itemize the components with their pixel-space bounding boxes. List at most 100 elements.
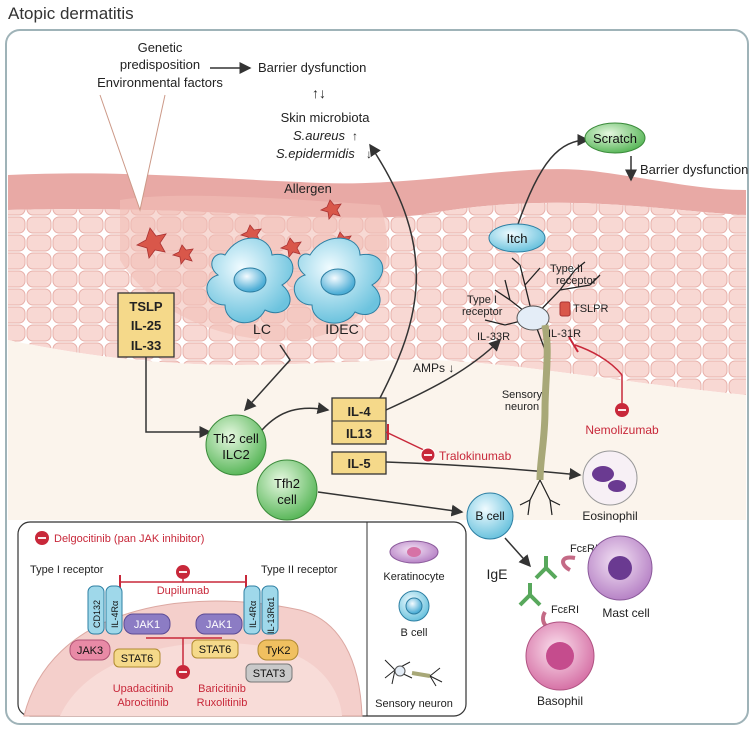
legend-neuron-label: Sensory neuron: [375, 698, 453, 710]
cd132-chain: [87, 585, 105, 635]
dupilumab-block: [120, 579, 246, 583]
type2-receptor-label: Type II receptor: [261, 564, 338, 576]
dupilumab-label: Dupilumab: [157, 585, 210, 597]
stat3-label: STAT3: [253, 668, 286, 680]
stat6-right-label: STAT6: [199, 644, 232, 656]
il31r-label: IL-31R: [548, 328, 581, 340]
saureus-label: S.aureus: [293, 128, 346, 143]
cd132-label: CD132: [92, 600, 102, 628]
basophil-label: Basophil: [537, 694, 583, 708]
type1-receptor-label: Type I receptor: [30, 564, 104, 576]
legend-keratinocyte-nucleus: [407, 547, 421, 557]
idec-cell: [293, 237, 384, 324]
jak1-left-label: JAK1: [134, 619, 160, 631]
figure-title: Atopic dermatitis: [8, 4, 134, 23]
sensory-neuron-label-2: neuron: [505, 401, 539, 413]
jak1-right: [195, 613, 243, 635]
legend-bcell-nucleus: [405, 597, 423, 615]
tyk2: [257, 639, 299, 661]
il13ra1-label: IL-13Rα1: [266, 597, 276, 634]
jak1-left: [123, 613, 171, 635]
type1-receptor-2: receptor: [462, 306, 503, 318]
il33r-label: IL-33R: [477, 331, 510, 343]
updown-arrows: ↑↓: [312, 85, 326, 101]
lc-cell: [206, 237, 294, 324]
il4ra-chain-right: [243, 585, 261, 635]
type2-receptor-1: Type II: [550, 263, 583, 275]
genetic-label-1: Genetic: [138, 40, 183, 55]
tslpr-receptor: [559, 301, 571, 317]
legend-bcell-label: B cell: [401, 627, 428, 639]
baricitinib-label: Baricitinib: [198, 683, 246, 695]
amps-label: AMPs ↓: [413, 361, 454, 375]
neuron-terminal: [519, 479, 561, 516]
il4-label: IL-4: [347, 404, 371, 419]
barrier-dysfunction-label: Barrier dysfunction: [258, 60, 366, 75]
il4ra-right-label: IL-4Rα: [248, 601, 258, 628]
ruxolitinib-label: Ruxolitinib: [197, 697, 248, 709]
arrow-tslp-th2: [145, 357, 212, 438]
legend-keratinocyte-label: Keratinocyte: [383, 571, 444, 583]
ige-label: IgE: [486, 566, 507, 582]
mast-cell-nucleus: [608, 556, 632, 580]
tfh2-label-1: Tfh2: [274, 476, 300, 491]
eosinophil-nucleus: [592, 466, 614, 482]
basophil-nucleus: [546, 642, 574, 670]
il4ra-chain-left: [105, 585, 123, 635]
il5-label: IL-5: [347, 456, 370, 471]
arrow-il4-microbiota: [369, 143, 418, 399]
ilc2-label: ILC2: [222, 447, 249, 462]
arrow-th2-il4: [261, 402, 330, 431]
eosinophil-label: Eosinophil: [582, 509, 637, 523]
stat6-right: [191, 639, 239, 659]
tralokinumab-label: Tralokinumab: [439, 449, 512, 463]
tslp-box: [117, 292, 175, 358]
stat3: [245, 663, 293, 683]
tfh2-label-2: cell: [277, 492, 297, 507]
fceri-label-2: FcεRI: [551, 604, 579, 616]
il13ra1-chain: [261, 585, 279, 635]
sepidermidis-label: S.epidermidis: [276, 146, 355, 161]
tralokinumab-block: [385, 431, 429, 453]
environmental-label: Environmental factors: [97, 75, 223, 90]
jak-inhibitor-block: [146, 637, 222, 665]
stat6-left: [113, 648, 161, 668]
abrocitinib-label: Abrocitinib: [117, 697, 168, 709]
barrier-dysfunction-label-2: Barrier dysfunction: [640, 162, 748, 177]
ige-antibody-2: [518, 583, 542, 607]
nemolizumab-block: [574, 344, 623, 403]
bcell-label: B cell: [475, 509, 504, 523]
scratch-label: Scratch: [593, 131, 637, 146]
arrow-il4-neuron: [385, 338, 502, 411]
fceri-receptor-1: [561, 555, 576, 572]
il4ra-left-label: IL-4Rα: [110, 601, 120, 628]
jak3: [69, 639, 111, 661]
upadacitinib-label: Upadacitinib: [113, 683, 174, 695]
jak3-label: JAK3: [77, 645, 103, 657]
tyk2-label: TyK2: [265, 645, 290, 657]
th2-cell: [205, 414, 267, 476]
arrow-il5-eosinophil: [385, 461, 582, 480]
jak1-right-label: JAK1: [206, 619, 232, 631]
nemolizumab-label: Nemolizumab: [585, 423, 659, 437]
tslpr-label: TSLPR: [573, 303, 609, 315]
delgocitinib-label: Delgocitinib (pan JAK inhibitor): [54, 533, 204, 545]
eosinophil-nucleus-2: [608, 480, 626, 492]
mast-label: Mast cell: [602, 606, 649, 620]
neuron-axon: [536, 324, 551, 481]
skin-crack: [99, 94, 166, 212]
arrow-tfh2-bcell: [317, 491, 464, 517]
nemolizumab-bar: [568, 336, 579, 353]
il33-label: IL-33: [131, 338, 161, 353]
sensory-neuron-label-1: Sensory: [502, 389, 543, 401]
sensory-neuron: [484, 257, 601, 351]
microbiota-label: Skin microbiota: [281, 110, 371, 125]
bcell: [466, 492, 514, 540]
tfh2-cell: [256, 459, 318, 521]
genetic-label-2: predisposition: [120, 57, 200, 72]
arrow-itch-scratch: [516, 134, 590, 228]
stat6-left-label: STAT6: [121, 653, 154, 665]
lc-label: LC: [253, 321, 271, 337]
tslp-label: TSLP: [129, 299, 163, 314]
